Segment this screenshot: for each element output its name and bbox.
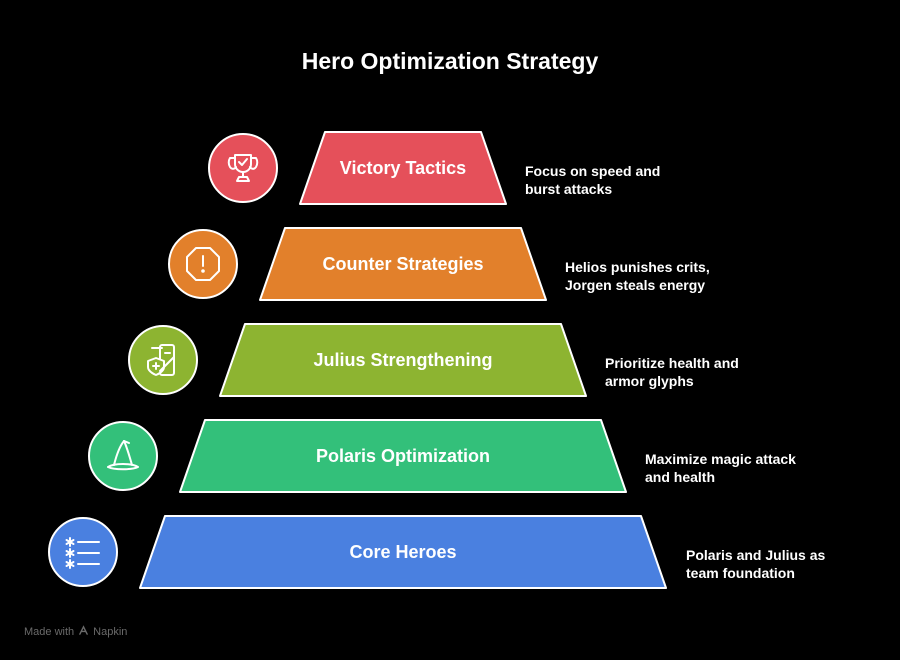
- tier-label: Julius Strengthening: [313, 349, 493, 370]
- tier-description: Helios punishes crits,Jorgen steals ener…: [565, 259, 710, 293]
- footer-brand: Napkin: [93, 626, 128, 638]
- tier-counter-strategies: Counter Strategies: [259, 227, 547, 301]
- warning-octagon-icon: [168, 229, 238, 299]
- armor-glyph-icon: [128, 325, 198, 395]
- tier-core-heroes: Core Heroes: [139, 515, 667, 589]
- tier-julius-strengthening: Julius Strengthening: [219, 323, 587, 397]
- trophy-icon: [208, 133, 278, 203]
- wizard-hat-icon: [88, 421, 158, 491]
- diagram-title: Hero Optimization Strategy: [301, 48, 599, 74]
- tier-victory-tactics: Victory Tactics: [299, 131, 507, 205]
- tier-shape: [299, 131, 507, 205]
- tier-label: Victory Tactics: [339, 157, 467, 178]
- tier-shape: [259, 227, 547, 301]
- footer-made-with: Made with: [24, 626, 75, 638]
- tier-shape: [179, 419, 627, 493]
- list-icon: [48, 517, 118, 587]
- tier-polaris-optimization: Polaris Optimization: [179, 419, 627, 493]
- tier-label: Polaris Optimization: [315, 445, 491, 466]
- tier-label: Counter Strategies: [322, 253, 484, 274]
- footer-credit: Made with Napkin: [24, 625, 127, 639]
- tier-shape: [139, 515, 667, 589]
- tier-label: Core Heroes: [349, 541, 457, 562]
- napkin-logo-icon: [78, 625, 89, 639]
- tier-shape: [219, 323, 587, 397]
